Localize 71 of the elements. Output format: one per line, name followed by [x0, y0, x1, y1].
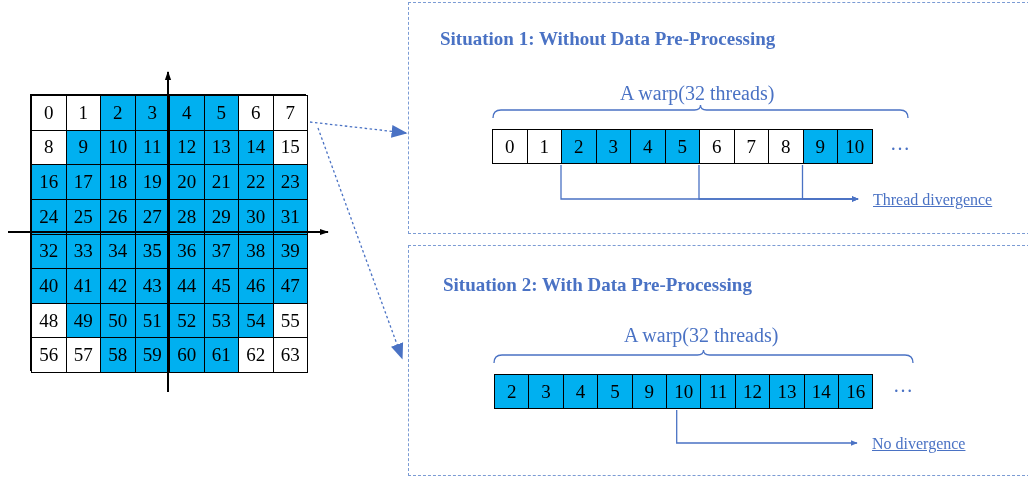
grid-cell: 22: [238, 164, 274, 200]
grid-cell: 38: [238, 233, 274, 270]
dotted-arrow: [317, 127, 404, 360]
grid-cell: 17: [65, 164, 101, 200]
grid-cell: 4: [630, 129, 666, 164]
grid-cell: 13: [769, 374, 805, 409]
grid-cell: 5: [664, 129, 700, 164]
grid-cell: 41: [65, 268, 101, 304]
grid-cell: 50: [100, 302, 136, 339]
grid-cell: 6: [699, 129, 735, 164]
grid-cell: 46: [238, 268, 274, 304]
warp-label: A warp(32 threads): [620, 83, 775, 103]
grid-cell: 3: [528, 374, 564, 409]
grid-cell: 44: [169, 268, 205, 304]
grid-cell: 14: [803, 374, 839, 409]
grid-cell: 9: [802, 129, 838, 164]
grid-cell: 14: [238, 129, 274, 166]
grid-cell: 1: [526, 129, 562, 164]
situation-panel: [408, 2, 1028, 234]
situation-panel: [408, 245, 1028, 476]
grid-cell: 23: [272, 164, 308, 200]
grid-cell: 2: [561, 129, 597, 164]
grid-cell: 9: [631, 374, 667, 409]
grid-cell: 36: [169, 233, 205, 270]
ellipsis: …: [890, 133, 910, 153]
grid-cell: 21: [203, 164, 239, 200]
grid-cell: 42: [100, 268, 136, 304]
grid-cell: 4: [169, 95, 205, 131]
grid-cell: 3: [595, 129, 631, 164]
grid-cell: 16: [31, 164, 67, 200]
connector-arrow: [676, 409, 858, 446]
pixel-grid: [30, 94, 306, 371]
grid-cell: 52: [169, 302, 205, 339]
grid-cell: 40: [31, 268, 67, 304]
grid-cell: 2: [494, 374, 530, 409]
panel-title: Situation 1: Without Data Pre-Processing: [440, 28, 776, 50]
grid-cell: 32: [31, 233, 67, 270]
grid-cell: 2: [100, 95, 136, 131]
grid-cell: 5: [597, 374, 633, 409]
grid-cell: 11: [700, 374, 736, 409]
grid-cell: 12: [734, 374, 771, 409]
grid-cell: 10: [666, 374, 702, 409]
grid-cell: 56: [31, 337, 67, 373]
warp-label: A warp(32 threads): [624, 325, 779, 345]
grid-cell: 7: [733, 129, 769, 164]
grid-cell: 16: [838, 374, 874, 409]
panel-title: Situation 2: With Data Pre-Processing: [443, 274, 752, 296]
grid-cell: 58: [100, 337, 136, 373]
grid-cell: 63: [272, 337, 308, 373]
grid-cell: 20: [169, 164, 205, 200]
grid-cell: 47: [272, 268, 308, 304]
grid-cell: 10: [837, 129, 873, 164]
grid-cell: 0: [31, 95, 67, 131]
ellipsis: …: [893, 375, 913, 395]
result-label: Thread divergence: [873, 189, 993, 211]
grid-cell: 4: [562, 374, 599, 409]
grid-cell: 5: [203, 95, 239, 131]
grid-cell: 61: [203, 337, 239, 373]
result-label: No divergence: [872, 433, 966, 455]
grid-cell: 7: [272, 95, 308, 131]
grid-cell: 0: [492, 129, 528, 164]
grid-cell: 18: [100, 164, 136, 200]
grid-cell: 60: [169, 337, 205, 373]
grid-cell: 54: [238, 302, 274, 339]
grid-cell: 8: [768, 129, 804, 164]
dotted-arrow: [309, 121, 408, 138]
connector-arrow: [801, 164, 859, 202]
grid-cell: 45: [203, 268, 239, 304]
grid-cell: 10: [100, 129, 136, 166]
grid-cell: 34: [100, 233, 136, 270]
grid-cell: 12: [169, 129, 205, 166]
